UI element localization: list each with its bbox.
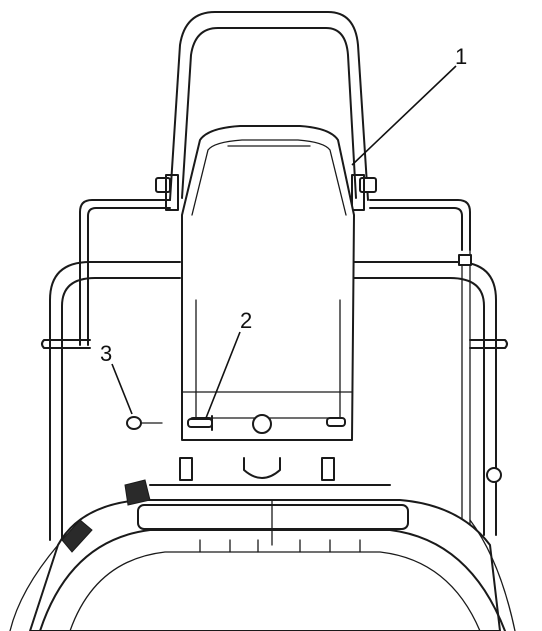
discharge-chute [181,125,355,441]
knob-part [126,416,163,430]
callout-label-3: 3 [100,341,112,366]
leader-line-3 [111,363,133,415]
callout-2: 2 [205,308,252,419]
callout-3: 3 [100,341,133,415]
leader-line-2 [205,331,241,419]
lower-bracket [149,457,391,486]
callout-1: 1 [351,44,467,166]
upper-handle [155,11,377,211]
catcher-body [49,249,502,541]
mower-hood [9,479,516,631]
pin-part [187,415,213,431]
callout-label-1: 1 [455,44,467,69]
leader-line-1 [351,65,457,166]
handle-bar-frame [41,199,508,349]
callout-label-2: 2 [240,308,252,333]
